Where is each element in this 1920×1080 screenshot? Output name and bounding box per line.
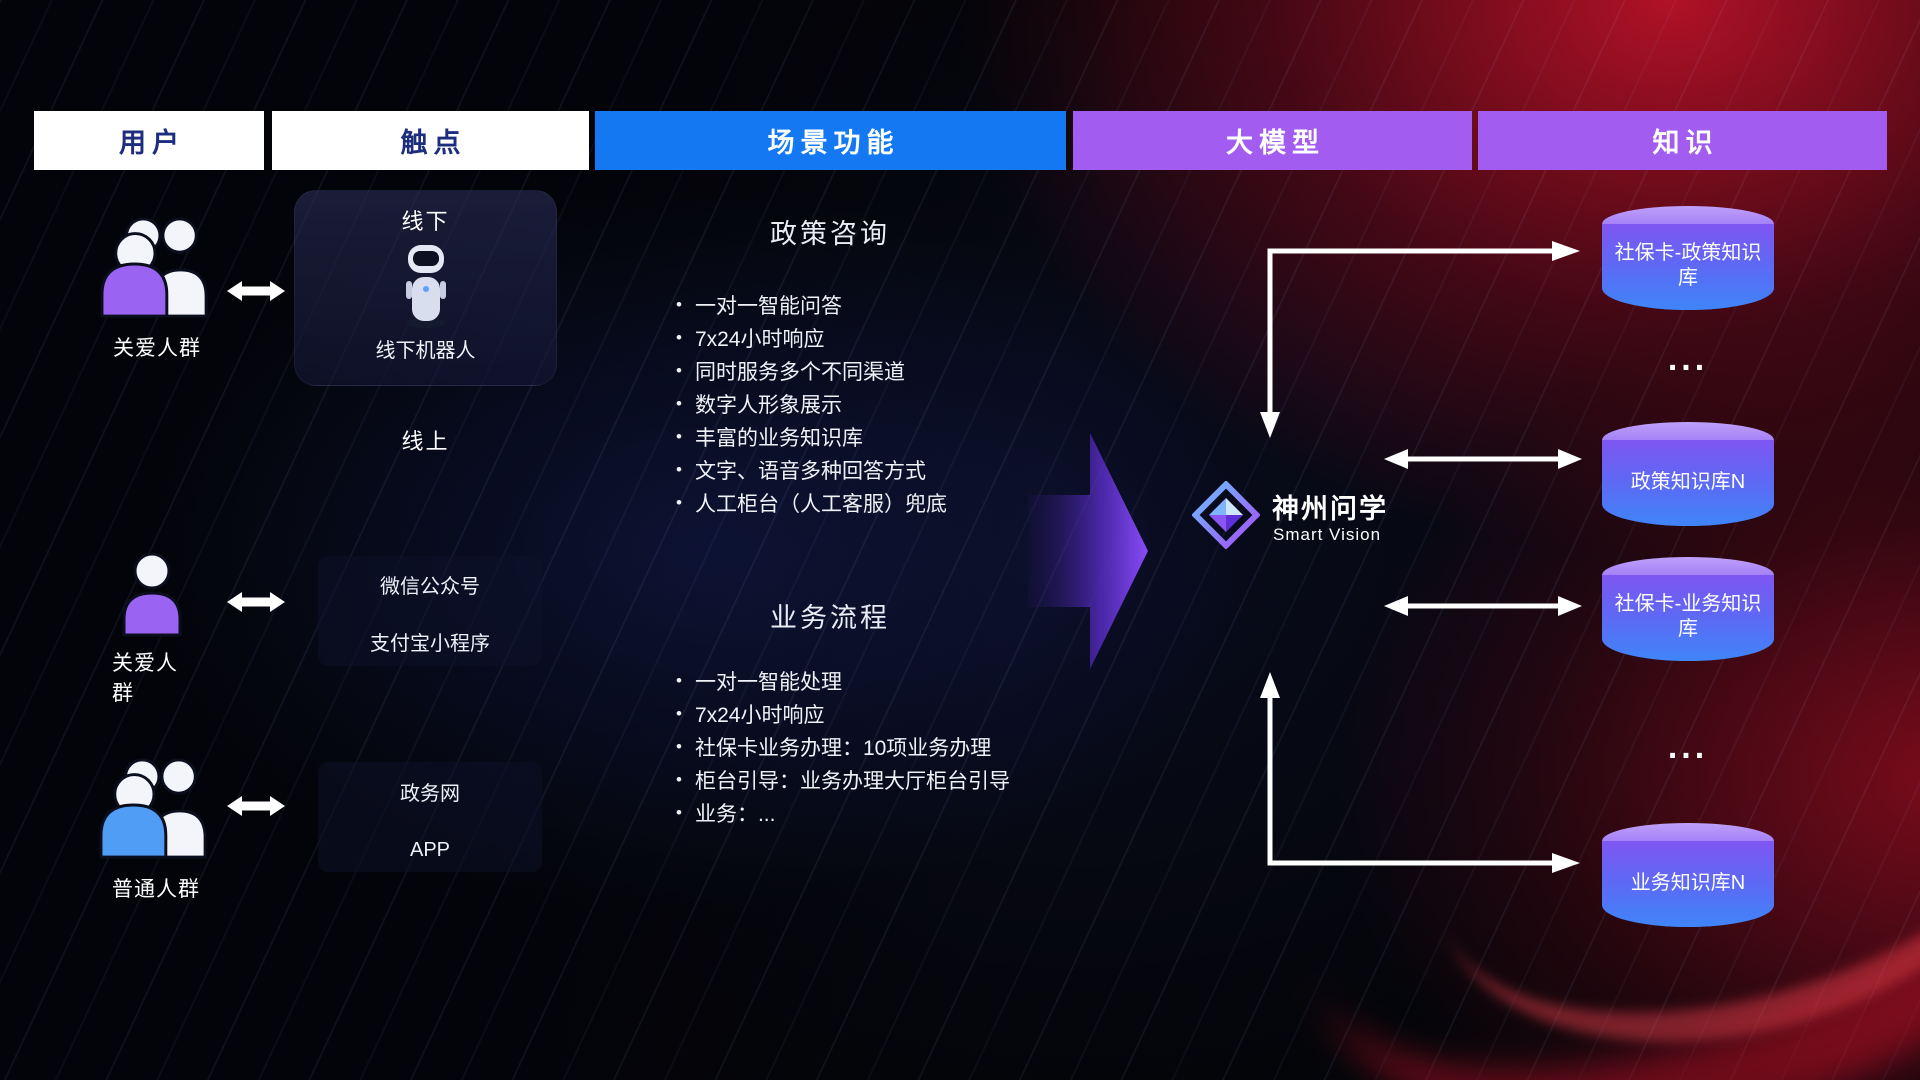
feature-item: 一对一智能处理 [676,664,1010,697]
feature-item: 社保卡业务办理：10项业务办理 [676,730,1010,763]
channel-gov-web: 政务网 [400,782,460,805]
scene-title-business: 业务流程 [770,603,890,633]
feature-item: 人工柜台（人工客服）兜底 [676,486,947,519]
user-icon [122,552,182,637]
online-title: 线上 [401,429,450,454]
feature-item: 7x24小时响应 [676,697,1010,730]
column-header-touchpoint: 触点 [272,111,589,170]
ellipsis-more: ... [1667,728,1709,766]
user-label: 关爱人群 [113,337,201,360]
bidirectional-arrow-icon [227,592,285,612]
knowledge-db-label: 社保卡-政策知识库 [1614,242,1762,289]
feature-item: 一对一智能问答 [676,288,947,321]
channel-app: APP [409,838,451,861]
feature-item: 柜台引导：业务办理大厅柜台引导 [676,763,1010,796]
column-header-model: 大模型 [1073,111,1472,170]
channel-wechat: 微信公众号 [380,575,480,598]
smart-vision-brand: 神州问学 Smart Vision [1192,481,1452,571]
robot-icon [405,245,446,328]
user-group-ordinary: 普通人群 [90,751,222,903]
user-group-care-1: 关爱人群 [92,210,222,362]
feature-item: 7x24小时响应 [676,321,947,354]
feature-item: 文字、语音多种回答方式 [676,453,947,486]
feature-item: 丰富的业务知识库 [676,420,947,453]
offline-robot-label: 线下机器人 [375,340,476,362]
knowledge-db-business-ssc: 社保卡-业务知识库 [1602,557,1774,661]
model-subtitle: Smart Vision [1273,525,1382,544]
column-header-scene: 场景功能 [595,111,1066,170]
knowledge-db-business-n: 业务知识库N [1602,823,1774,927]
column-header-knowledge: 知识 [1478,111,1887,170]
model-name: 神州问学 [1272,494,1388,524]
channel-alipay: 支付宝小程序 [370,632,490,655]
user-label: 普通人群 [112,878,200,901]
online-channel-panel [318,762,542,872]
user-group-icon [99,758,207,859]
scene-title-policy: 政策咨询 [770,219,890,249]
user-label: 关爱人群 [112,652,178,705]
offline-title: 线下 [401,209,450,234]
knowledge-db-policy-n: 政策知识库N [1602,422,1774,526]
scene-policy-list: 一对一智能问答 7x24小时响应 同时服务多个不同渠道 数字人形象展示 丰富的业… [676,288,947,519]
bidirectional-arrow-icon [227,796,285,816]
user-group-icon [100,217,208,318]
knowledge-db-label: 社保卡-业务知识库 [1614,593,1762,640]
knowledge-db-policy-ssc: 社保卡-政策知识库 [1602,206,1774,310]
feature-item: 数字人形象展示 [676,387,947,420]
online-channel-panel [318,556,542,666]
ellipsis-more: ... [1667,340,1709,378]
feature-item: 业务：... [676,796,1010,829]
smart-vision-logo-icon [1192,481,1260,549]
offline-touchpoint-card: 线下 线下机器人 [294,190,557,386]
knowledge-db-label: 业务知识库N [1630,871,1746,894]
column-header-user: 用户 [34,111,264,170]
bidirectional-arrow-icon [227,281,285,301]
user-single-care: 关爱人群 [112,551,192,707]
feature-item: 同时服务多个不同渠道 [676,354,947,387]
scene-business-list: 一对一智能处理 7x24小时响应 社保卡业务办理：10项业务办理 柜台引导：业务… [676,664,1010,829]
knowledge-db-label: 政策知识库N [1630,470,1746,493]
